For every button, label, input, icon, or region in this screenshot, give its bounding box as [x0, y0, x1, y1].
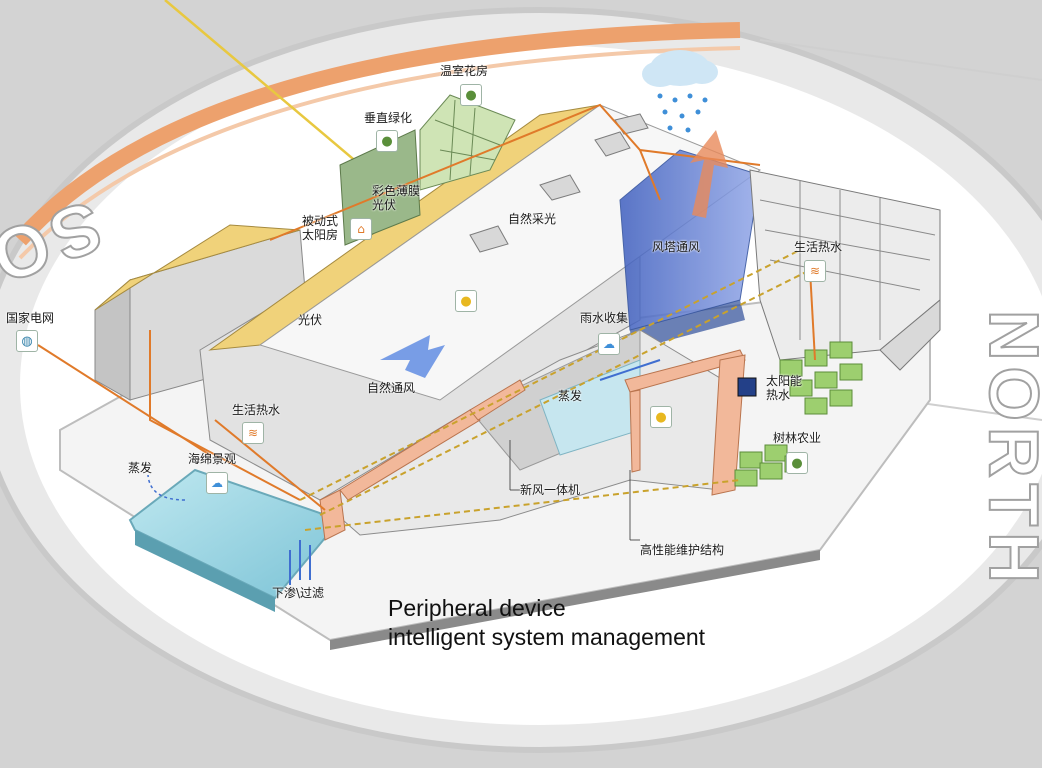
- label-vertical-green: 垂直绿化: [364, 111, 413, 125]
- cloud-icon: ☁: [598, 333, 620, 355]
- label-forest-agri: 树林农业: [773, 431, 822, 445]
- label-evaporation-left: 蒸发: [128, 461, 153, 475]
- label-natural-ventilation: 自然通风: [367, 381, 416, 395]
- wind-tower-arrow: [690, 130, 728, 218]
- label-pv: 光伏: [298, 313, 323, 327]
- skylights: [469, 113, 649, 253]
- label-daylight: 自然采光: [508, 212, 557, 226]
- dashed-pipes: [299, 249, 821, 531]
- solar-panel: [737, 377, 757, 397]
- tree-icon: ●: [786, 452, 808, 474]
- lightbulb-icon: ●: [455, 290, 477, 312]
- hot-water-icon: ≋: [804, 260, 826, 282]
- green-crates: [734, 341, 863, 487]
- label-passive-solar: 被动式 太阳房: [302, 214, 339, 242]
- label-hot-water-left: 生活热水: [232, 403, 281, 417]
- label-hot-water-top: 生活热水: [794, 240, 843, 254]
- caption-line-2: intelligent system management: [388, 624, 706, 650]
- label-fresh-air: 新风一体机: [520, 483, 581, 497]
- sponge-pool: [128, 468, 342, 600]
- label-wind-tower: 风塔通风: [652, 240, 701, 254]
- compass-orange-arc: [14, 22, 741, 246]
- rain-pipes: [289, 359, 661, 585]
- label-sponge: 海绵景观: [188, 452, 237, 466]
- wind-tower: [619, 149, 761, 331]
- callout-lines: [509, 440, 640, 541]
- caption-line-1: Peripheral device: [388, 595, 566, 621]
- left-roof: [94, 224, 301, 311]
- caption: Peripheral device intelligent system man…: [388, 594, 705, 652]
- natural-vent-arrow: [380, 335, 445, 378]
- label-greenhouse: 温室花房: [440, 64, 489, 78]
- envelope-walls: [319, 349, 746, 541]
- rain-cloud: [642, 50, 718, 87]
- lightbulb-icon: ●: [650, 406, 672, 428]
- label-solar-hot-water: 太阳能 热水: [766, 374, 803, 402]
- label-envelope: 高性能维护结构: [640, 543, 725, 557]
- label-rain-collection: 雨水收集: [580, 311, 629, 325]
- tree-icon: ●: [460, 84, 482, 106]
- rain-drops: [657, 93, 708, 133]
- label-evaporation-mid: 蒸发: [558, 389, 583, 403]
- globe-icon: ◍: [16, 330, 38, 352]
- cloud-icon: ☁: [206, 472, 228, 494]
- compass-north: NORTH: [975, 310, 1042, 589]
- label-national-grid: 国家电网: [6, 311, 55, 325]
- tree-icon: ●: [376, 130, 398, 152]
- hot-water-icon: ≋: [242, 422, 264, 444]
- label-color-film-pv: 彩色薄膜 光伏: [372, 184, 421, 212]
- label-seepage: 下渗\过滤: [272, 586, 325, 600]
- house-icon: ⌂: [350, 218, 372, 240]
